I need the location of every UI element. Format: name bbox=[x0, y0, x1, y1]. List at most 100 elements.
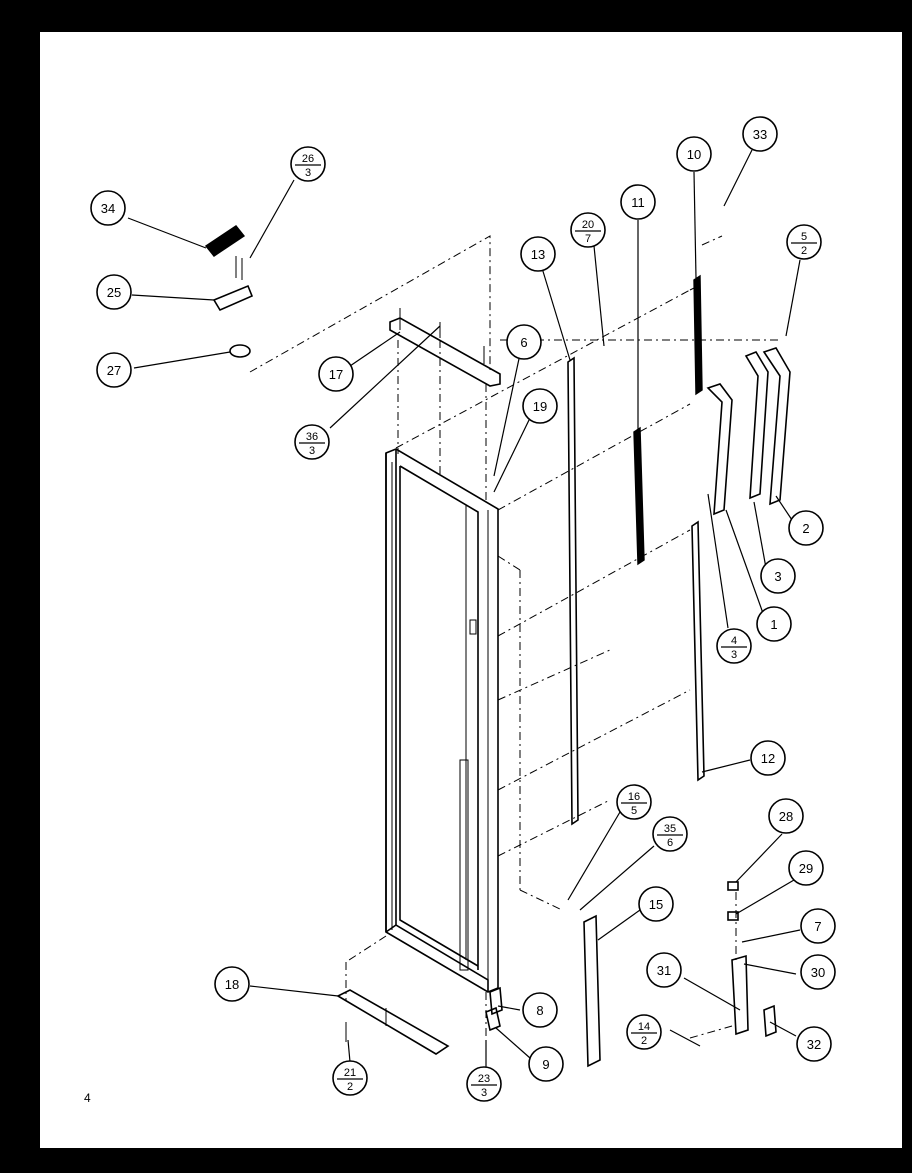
callout-circle bbox=[652, 816, 688, 852]
callout-20-7: 207 bbox=[570, 212, 606, 248]
callout-part-number: 36 bbox=[306, 431, 318, 443]
callout-circle bbox=[796, 1026, 832, 1062]
callout-circle bbox=[520, 236, 556, 272]
callout-label: 8 bbox=[536, 1003, 543, 1018]
callout-label: 1 bbox=[770, 617, 777, 632]
callout-13: 13 bbox=[520, 236, 556, 272]
callout-quantity: 3 bbox=[309, 445, 315, 457]
callout-30: 30 bbox=[800, 954, 836, 990]
callout-4-3: 43 bbox=[716, 628, 752, 664]
callout-circle bbox=[716, 628, 752, 664]
strip-12 bbox=[691, 520, 705, 782]
callout-label: 3 bbox=[774, 569, 781, 584]
callout-circle bbox=[96, 352, 132, 388]
callout-part-number: 21 bbox=[344, 1067, 356, 1079]
callout-31: 31 bbox=[646, 952, 682, 988]
callout-14-2: 142 bbox=[626, 1014, 662, 1050]
callout-circle bbox=[756, 606, 792, 642]
callout-circle bbox=[90, 190, 126, 226]
callout-part-number: 26 bbox=[302, 153, 314, 165]
callout-circle bbox=[750, 740, 786, 776]
callout-3: 3 bbox=[760, 558, 796, 594]
callout-1: 1 bbox=[756, 606, 792, 642]
callout-18: 18 bbox=[214, 966, 250, 1002]
callout-25: 25 bbox=[96, 274, 132, 310]
callout-label: 29 bbox=[799, 861, 813, 876]
callout-5-2: 52 bbox=[786, 224, 822, 260]
callout-label: 18 bbox=[225, 977, 239, 992]
top-rail bbox=[389, 308, 501, 387]
callout-circle bbox=[332, 1060, 368, 1096]
callout-17: 17 bbox=[318, 356, 354, 392]
callout-part-number: 20 bbox=[582, 219, 594, 231]
callout-circle bbox=[786, 224, 822, 260]
callout-33: 33 bbox=[742, 116, 778, 152]
callout-part-number: 35 bbox=[664, 823, 676, 835]
callout-circle bbox=[620, 184, 656, 220]
callout-label: 27 bbox=[107, 363, 121, 378]
callout-part-number: 14 bbox=[638, 1021, 650, 1033]
strip-10 bbox=[693, 274, 703, 396]
callout-label: 19 bbox=[533, 399, 547, 414]
callout-label: 7 bbox=[814, 919, 821, 934]
callout-circle bbox=[800, 908, 836, 944]
callout-circle bbox=[788, 510, 824, 546]
callout-28: 28 bbox=[768, 798, 804, 834]
callout-label: 33 bbox=[753, 127, 767, 142]
callout-label: 34 bbox=[101, 201, 115, 216]
handle-2 bbox=[762, 347, 791, 506]
callout-label: 12 bbox=[761, 751, 775, 766]
callout-7: 7 bbox=[800, 908, 836, 944]
leader-lines bbox=[127, 149, 801, 1068]
callout-label: 15 bbox=[649, 897, 663, 912]
callout-circle bbox=[626, 1014, 662, 1050]
callout-label: 9 bbox=[542, 1057, 549, 1072]
callout-23-3: 233 bbox=[466, 1066, 502, 1102]
bottom-rail bbox=[336, 989, 450, 1055]
callout-label: 28 bbox=[779, 809, 793, 824]
callout-quantity: 5 bbox=[631, 805, 637, 817]
callout-quantity: 3 bbox=[305, 167, 311, 179]
callout-circle bbox=[570, 212, 606, 248]
callout-circle bbox=[96, 274, 132, 310]
bottom-hinge-parts bbox=[485, 881, 777, 1038]
handle-1 bbox=[706, 383, 733, 516]
exploded-parts-diagram: 3426325271736361913207111033522314312165… bbox=[90, 116, 836, 1102]
callout-6: 6 bbox=[506, 324, 542, 360]
callout-circle bbox=[466, 1066, 502, 1102]
callout-label: 31 bbox=[657, 963, 671, 978]
callout-quantity: 7 bbox=[585, 233, 591, 245]
callout-21-2: 212 bbox=[332, 1060, 368, 1096]
callout-circle bbox=[522, 992, 558, 1028]
callout-circle bbox=[638, 886, 674, 922]
callout-35-6: 356 bbox=[652, 816, 688, 852]
callout-label: 17 bbox=[329, 367, 343, 382]
callout-circle bbox=[742, 116, 778, 152]
callout-36-3: 363 bbox=[294, 424, 330, 460]
callout-circle bbox=[214, 966, 250, 1002]
callout-11: 11 bbox=[620, 184, 656, 220]
callout-circle bbox=[676, 136, 712, 172]
callout-quantity: 2 bbox=[801, 245, 807, 257]
callout-label: 10 bbox=[687, 147, 701, 162]
callout-label: 11 bbox=[631, 195, 645, 210]
callout-label: 25 bbox=[107, 285, 121, 300]
handle-3 bbox=[744, 351, 769, 500]
callout-label: 13 bbox=[531, 247, 545, 262]
callout-29: 29 bbox=[788, 850, 824, 886]
callout-label: 2 bbox=[802, 521, 809, 536]
door-panel bbox=[385, 448, 499, 993]
callout-circle bbox=[788, 850, 824, 886]
callout-quantity: 3 bbox=[481, 1087, 487, 1099]
callout-quantity: 2 bbox=[347, 1081, 353, 1093]
callout-label: 32 bbox=[807, 1037, 821, 1052]
callout-circle bbox=[646, 952, 682, 988]
top-hinge-parts bbox=[204, 225, 254, 358]
callout-8: 8 bbox=[522, 992, 558, 1028]
callout-part-number: 23 bbox=[478, 1073, 490, 1085]
callout-circle bbox=[528, 1046, 564, 1082]
callout-part-number: 16 bbox=[628, 791, 640, 803]
callout-circle bbox=[294, 424, 330, 460]
strip-15 bbox=[583, 914, 601, 1068]
callout-circle bbox=[522, 388, 558, 424]
